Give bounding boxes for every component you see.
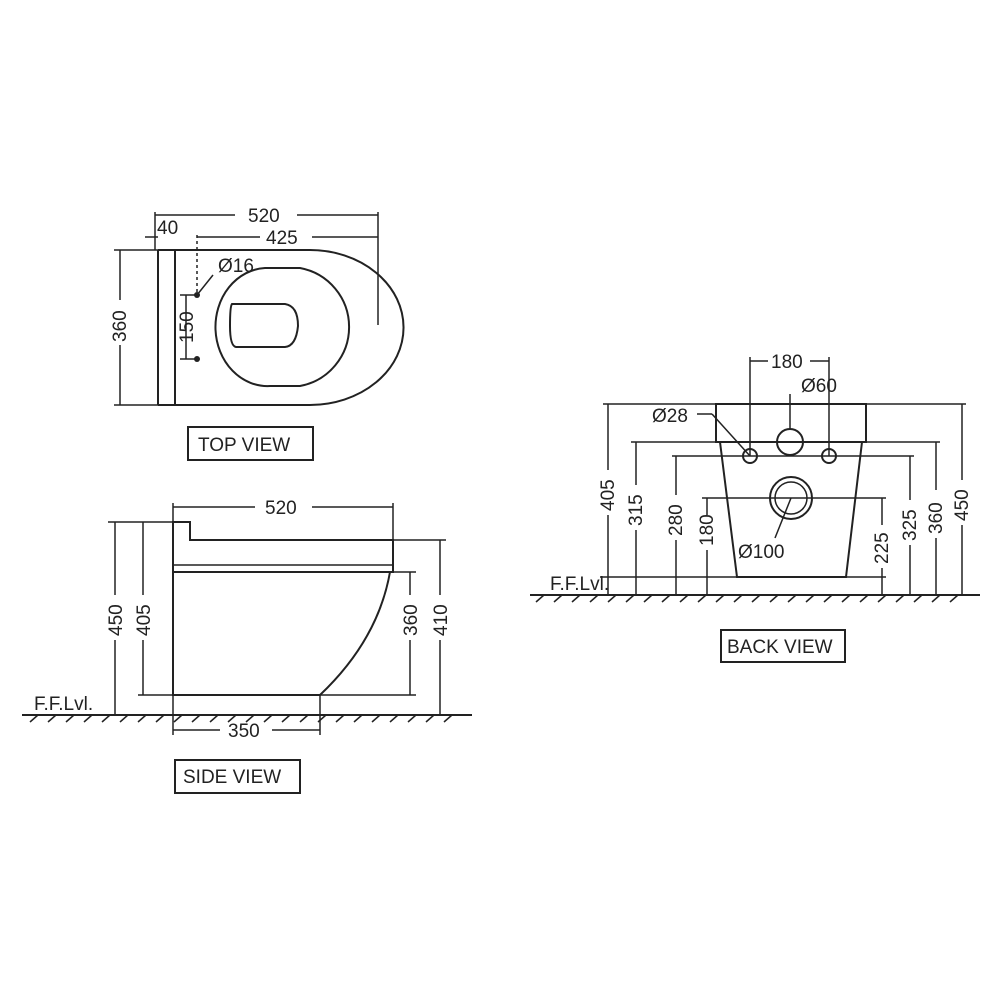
top-view-label: TOP VIEW [198,435,290,456]
top-view-drawing [114,212,405,406]
back-dim-450: 450 [952,489,973,521]
back-dim-405: 405 [598,479,619,511]
back-dim-225: 225 [872,532,893,564]
top-dim-520: 520 [248,206,280,227]
back-dim-360: 360 [926,502,947,534]
floor-label-side: F.F.Lvl. [34,694,93,715]
side-view-label-box [174,759,301,794]
side-dim-520: 520 [265,498,297,519]
back-dim-180: 180 [697,514,718,546]
side-dim-405: 405 [134,604,155,636]
top-view-label-box [187,426,314,461]
back-dim-dia28: Ø28 [652,406,688,427]
back-dim-325: 325 [900,509,921,541]
side-dim-350: 350 [228,721,260,742]
top-dim-150: 150 [177,311,198,343]
side-dim-410: 410 [431,604,452,636]
top-dim-360: 360 [110,310,131,342]
back-view-label: BACK VIEW [727,637,833,658]
side-view-label: SIDE VIEW [183,767,281,788]
back-dim-dia60: Ø60 [801,376,837,397]
back-dim-280: 280 [666,504,687,536]
back-dim-180-top: 180 [771,352,803,373]
top-dim-40: 40 [157,218,178,239]
side-dim-450: 450 [106,604,127,636]
back-dim-315: 315 [626,494,647,526]
side-dim-360: 360 [401,604,422,636]
back-dim-dia100: Ø100 [738,542,784,563]
top-dim-dia16: Ø16 [218,256,254,277]
side-view-drawing [22,503,472,735]
back-view-drawing [530,357,980,603]
floor-label-back: F.F.Lvl. [550,574,609,595]
top-dim-425: 425 [266,228,298,249]
back-view-label-box [720,629,846,663]
